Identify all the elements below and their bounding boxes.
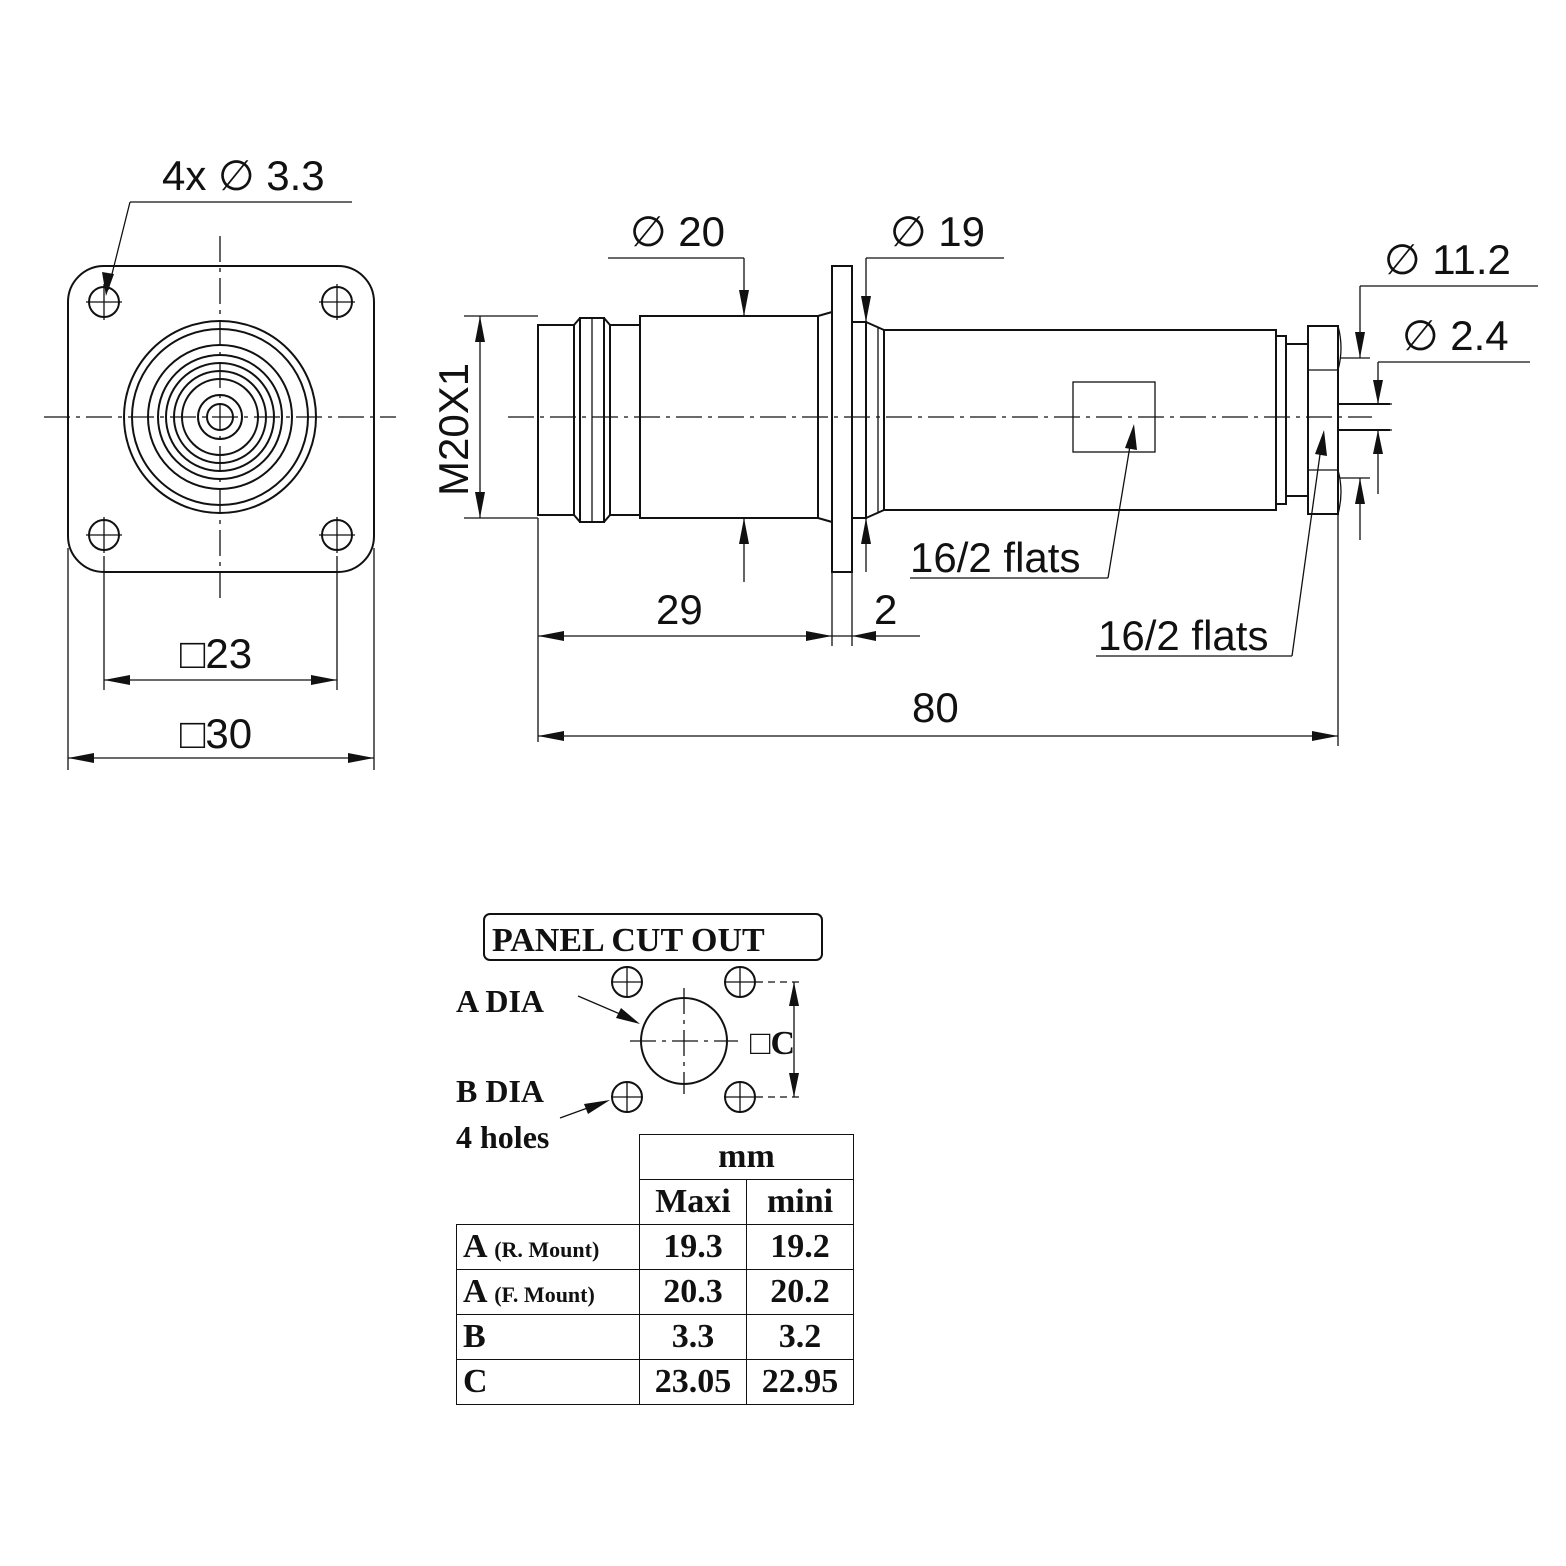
panel-cutout-title-box [483, 913, 823, 961]
b-holes-label: 4 holes [456, 1119, 549, 1155]
row-label: A (F. Mount) [456, 1269, 640, 1315]
cell-mini: 22.95 [746, 1359, 854, 1405]
inner-square-dim: □23 [180, 630, 252, 677]
panel-cutout: PANEL CUT OUT □C A DIA B DIA 4 holes [456, 913, 823, 1155]
dia-19-label: ∅ 19 [890, 208, 985, 255]
front-flange-outline [67, 265, 375, 573]
thread-label: M20X1 [430, 363, 477, 496]
len-2-label: 2 [874, 586, 897, 633]
cell-maxi: 19.3 [639, 1224, 747, 1270]
len-80-label: 80 [912, 684, 959, 731]
hole-callout-label: 4x ∅ 3.3 [162, 152, 325, 199]
dia-20-label: ∅ 20 [630, 208, 725, 255]
flats-body-label: 16/2 flats [910, 534, 1080, 581]
len-29-label: 29 [656, 586, 703, 633]
cell-maxi: 3.3 [639, 1314, 747, 1360]
cell-mini: 3.2 [746, 1314, 854, 1360]
c-dim-label: □C [750, 1025, 795, 1062]
unit-header: mm [639, 1134, 854, 1180]
front-view: 4x ∅ 3.3 □23 □30 [44, 152, 396, 770]
dia-2-4-label: ∅ 2.4 [1402, 312, 1509, 359]
row-label: A (R. Mount) [456, 1224, 640, 1270]
cell-mini: 20.2 [746, 1269, 854, 1315]
panel-cutout-title: PANEL CUT OUT [492, 922, 765, 959]
b-dia-label: B DIA [456, 1073, 544, 1109]
mount-hole-bl [86, 517, 122, 553]
col-mini-header: mini [746, 1179, 854, 1225]
rear-nut [1307, 325, 1339, 515]
table-row: B 3.3 3.2 [456, 1314, 854, 1360]
dimension-table: mm Maxi mini A (R. Mount) 19.3 19.2 A (F… [456, 1134, 854, 1405]
cell-maxi: 23.05 [639, 1359, 747, 1405]
mount-hole-br [319, 517, 355, 553]
row-label: B [456, 1314, 640, 1360]
outer-square-dim: □30 [180, 710, 252, 757]
table-row: mm [457, 1134, 854, 1180]
flats-nut-label: 16/2 flats [1098, 612, 1268, 659]
table-row: Maxi mini [457, 1179, 854, 1225]
cell-mini: 19.2 [746, 1224, 854, 1270]
table-row: A (R. Mount) 19.3 19.2 [456, 1224, 854, 1270]
cell-maxi: 20.3 [639, 1269, 747, 1315]
flange [831, 265, 853, 573]
row-label: C [456, 1359, 640, 1405]
col-maxi-header: Maxi [639, 1179, 747, 1225]
dia-11-2-label: ∅ 11.2 [1384, 236, 1511, 283]
table-row: A (F. Mount) 20.3 20.2 [456, 1269, 854, 1315]
body-flats [1072, 381, 1156, 453]
side-view: M20X1 ∅ 20 ∅ 19 ∅ 11.2 ∅ 2.4 1 [430, 208, 1538, 746]
mount-hole-tr [319, 284, 355, 320]
mount-hole-tl [86, 284, 122, 320]
table-row: C 23.05 22.95 [456, 1359, 854, 1405]
a-dia-label: A DIA [456, 983, 544, 1019]
